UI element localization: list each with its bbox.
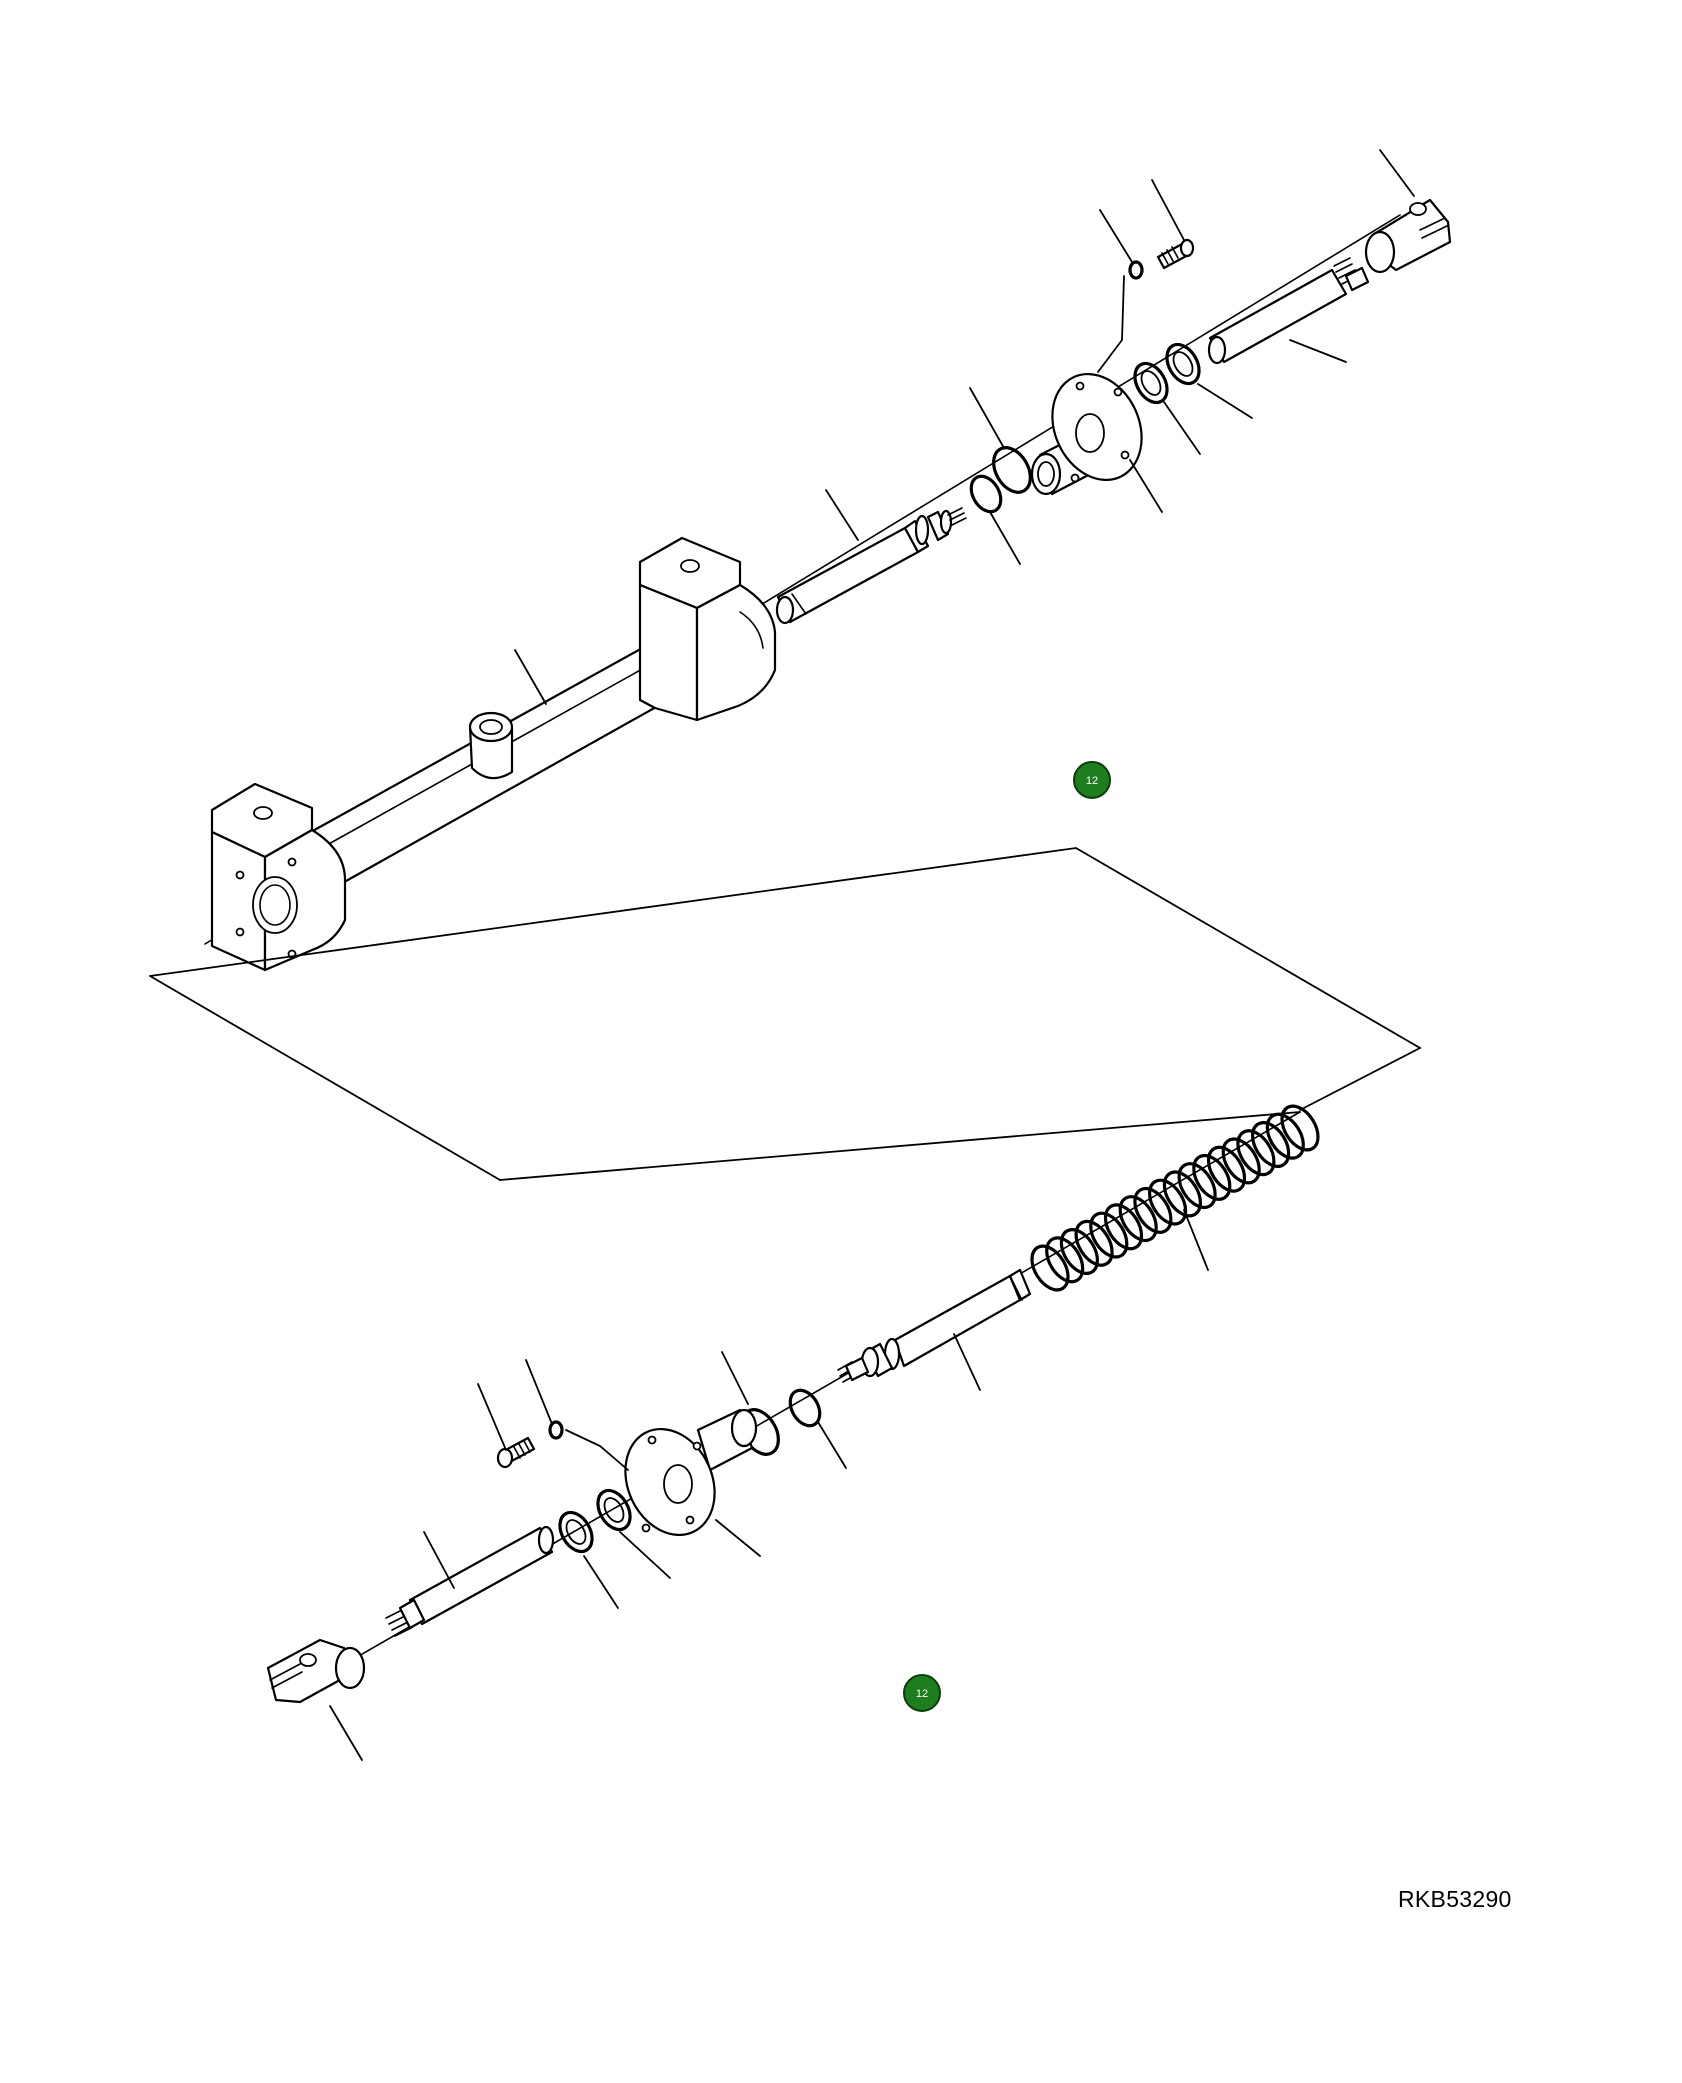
clevis-upper — [1364, 198, 1452, 274]
leader-washer-upper — [1099, 209, 1133, 263]
leader-washer-to-flange — [1097, 275, 1125, 373]
callout-badge-upper[interactable]: 12 — [1073, 761, 1111, 799]
compression-spring — [1030, 1104, 1320, 1292]
seal-ring-upper — [1165, 342, 1201, 386]
o-ring-small-lower — [788, 1388, 822, 1428]
leader-clevis-lower — [329, 1705, 363, 1761]
leader-o-ring-small-upper — [989, 511, 1021, 565]
spring-coil — [1045, 1236, 1085, 1284]
leader-piston-rod-upper — [825, 489, 859, 541]
spring-coil — [1177, 1162, 1217, 1210]
gland-flange-lower — [624, 1408, 758, 1537]
bolt-lower — [496, 1436, 536, 1469]
spring-coil — [1192, 1153, 1232, 1201]
spring-coil — [1280, 1104, 1320, 1152]
gland-flange-upper — [1030, 372, 1143, 496]
leader-rod-upper — [1289, 339, 1347, 363]
leader-cylinder-tube — [514, 649, 547, 705]
leader-bolt-upper — [1151, 179, 1185, 241]
leader-piston-rod-lower — [953, 1333, 981, 1391]
callout-label-upper: 12 — [1086, 775, 1098, 787]
o-ring-small-upper — [969, 474, 1003, 514]
spring-coil — [1089, 1211, 1129, 1259]
upper-assembly — [204, 149, 1452, 972]
spring-coil — [1221, 1137, 1261, 1185]
spring-coil — [1206, 1145, 1247, 1193]
assembly-link-frame-bottom — [499, 1111, 1301, 1181]
piston-rod-lower — [837, 1268, 1032, 1383]
port-boss — [468, 711, 514, 780]
bolt-upper — [1156, 238, 1195, 270]
spring-coil — [1133, 1186, 1173, 1234]
wiper-seal-lower — [558, 1510, 594, 1554]
lock-washer-upper — [1128, 260, 1144, 280]
leader-o-ring-small-lower — [817, 1421, 847, 1469]
leader-flange-lower — [715, 1519, 761, 1557]
spring-coil — [1103, 1203, 1144, 1251]
lock-washer-lower — [548, 1420, 564, 1440]
lower-assembly — [266, 1104, 1320, 1761]
callout-badge-lower[interactable]: 12 — [903, 1674, 941, 1712]
spring-coil — [1059, 1228, 1099, 1275]
leader-washer-lower — [525, 1359, 553, 1425]
spring-coil — [1074, 1219, 1114, 1267]
left-end-block — [210, 782, 347, 972]
leader-seal-ring-lower — [619, 1531, 671, 1579]
leader-o-ring-large-upper — [969, 387, 1005, 449]
assembly-link-frame — [149, 847, 1422, 1181]
leader-washer-to-flange-lower — [565, 1429, 629, 1471]
spring-coil — [1236, 1129, 1276, 1177]
right-end-block — [638, 536, 777, 722]
leader-seal-ring-upper — [1197, 383, 1253, 419]
spring-coil — [1118, 1195, 1158, 1243]
leader-o-ring-large-lower — [721, 1351, 749, 1405]
leader-clevis-upper — [1379, 149, 1415, 197]
leader-wiper-seal-lower — [583, 1555, 619, 1609]
leader-flange-upper — [1129, 459, 1163, 513]
spring-coil — [1030, 1244, 1070, 1292]
piston-rod-upper — [775, 507, 967, 625]
leader-bolt-lower — [477, 1383, 507, 1451]
drawing-code: RKB53290 — [1398, 1886, 1512, 1912]
leader-wiper-seal-upper — [1163, 401, 1201, 455]
callout-label-lower: 12 — [916, 1688, 928, 1700]
spring-coil — [1265, 1112, 1305, 1160]
clevis-lower — [266, 1638, 366, 1704]
leader-rod-lower — [423, 1531, 455, 1589]
spring-coil — [1251, 1121, 1291, 1168]
spring-coil — [1162, 1170, 1202, 1218]
seal-ring-lower — [596, 1488, 632, 1532]
o-ring-large-upper — [992, 446, 1032, 494]
leader-spring — [1183, 1209, 1209, 1271]
wiper-seal-upper — [1133, 361, 1169, 405]
rod-upper — [1207, 257, 1370, 365]
spring-coil — [1148, 1178, 1188, 1226]
rod-lower — [385, 1525, 555, 1637]
